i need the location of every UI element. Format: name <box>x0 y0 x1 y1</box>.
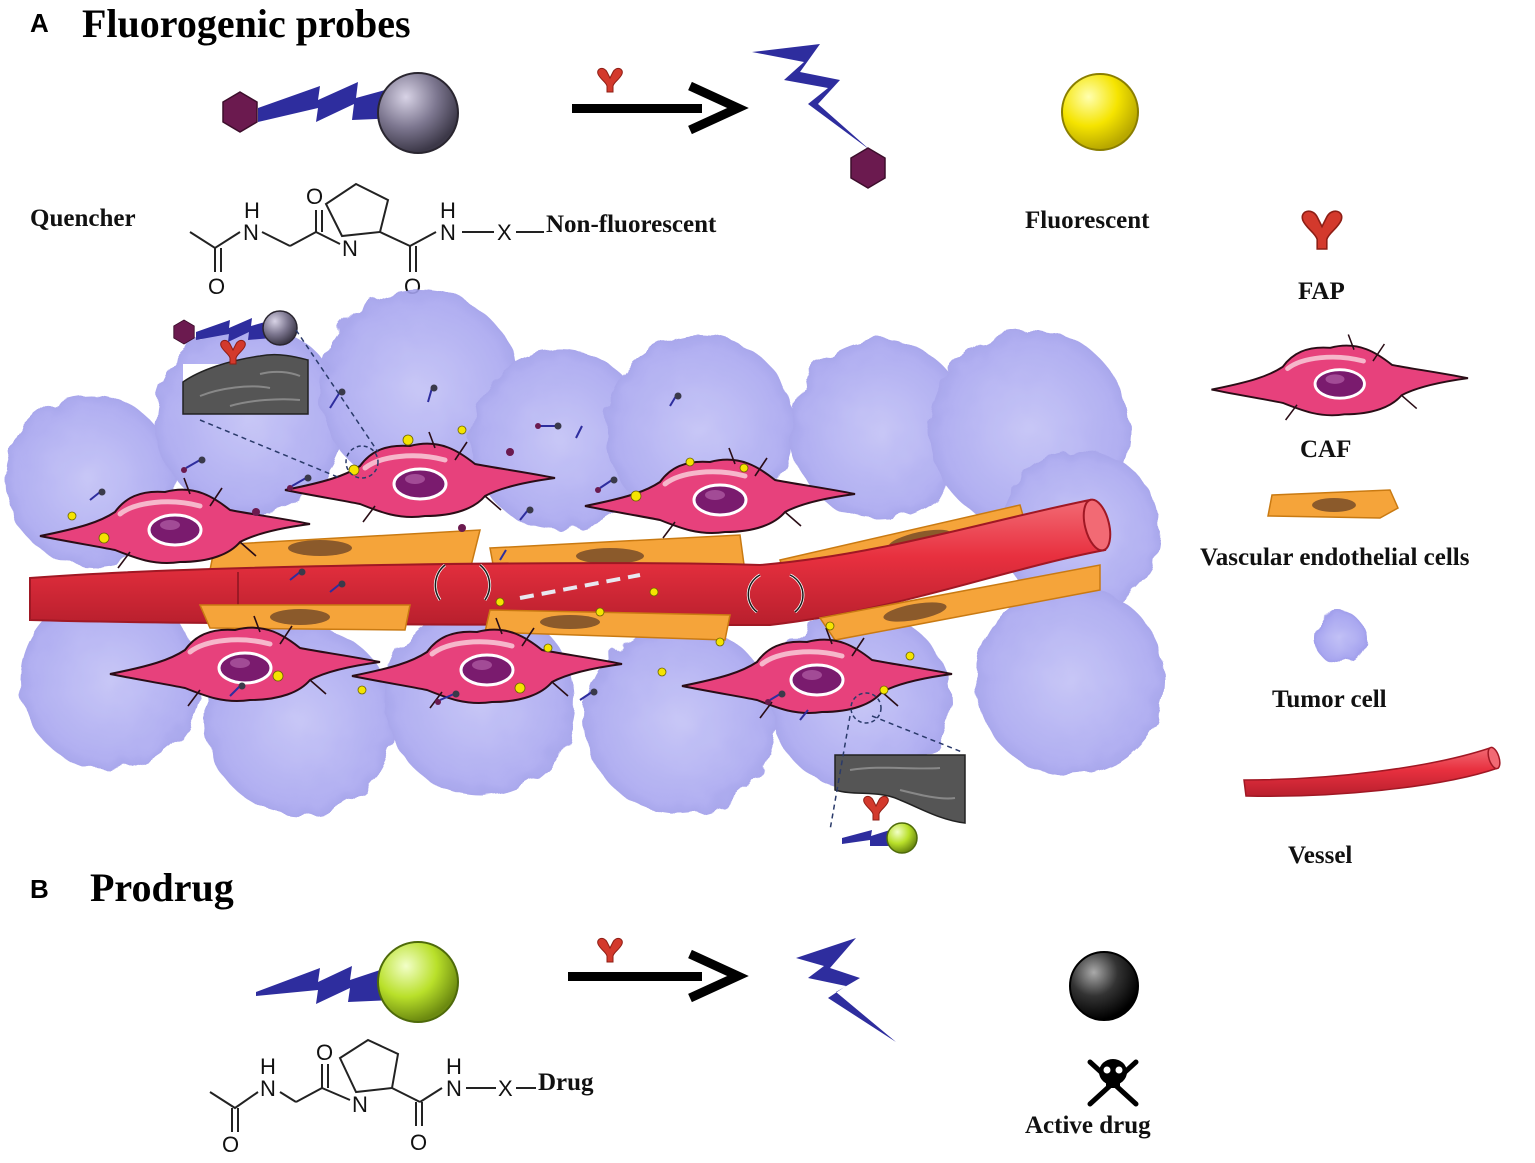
atom-h-1: H <box>244 198 260 223</box>
panel-a-letter: A <box>30 8 49 38</box>
probe-particles <box>67 384 915 721</box>
panel-a-title: Fluorogenic probes <box>82 1 411 46</box>
atom-o-1: O <box>208 274 225 299</box>
legend-vessel-icon <box>1243 746 1501 797</box>
quenched-probe <box>222 72 459 154</box>
cleaved-lightning-icon <box>752 44 870 150</box>
probe-chemical-atoms: H N O O N O H N X Non-fluorescent <box>208 184 717 299</box>
prodrug-linker-lightning-icon <box>256 966 392 1004</box>
probe-linker-lightning-icon <box>258 82 400 122</box>
prodrug-chemical-atoms: H N O O N O H N X Drug <box>222 1040 594 1157</box>
arrow-a-fap-icon <box>597 67 623 93</box>
active-drug-sphere-icon <box>1069 951 1139 1021</box>
fluorescent-label: Fluorescent <box>1025 207 1150 234</box>
endothelial-cells-bottom <box>198 564 1101 641</box>
legend-vessel-label: Vessel <box>1288 842 1353 869</box>
blood-vessel <box>29 498 1112 641</box>
atom-n-2: N <box>440 220 456 245</box>
legend-fap-icon <box>1301 210 1343 250</box>
atom-x-2: X <box>498 1076 513 1101</box>
atom-o-5: O <box>316 1040 333 1065</box>
non-fluorescent-label: Non-fluorescent <box>546 211 717 238</box>
atom-n-1: N <box>243 220 259 245</box>
tumor-cell <box>975 585 1165 775</box>
cleaved-linker-lightning-icon <box>796 938 896 1042</box>
legend-fap-label: FAP <box>1298 278 1345 305</box>
quencher-hexagon-icon <box>222 91 258 133</box>
atom-o-4: O <box>222 1132 239 1157</box>
cleaved-quencher <box>752 44 886 189</box>
inset-a-quencher-icon <box>173 319 195 345</box>
tumor-cell <box>790 340 970 520</box>
legend-tumor-label: Tumor cell <box>1272 686 1387 713</box>
panel-b-letter: B <box>30 874 49 904</box>
panel-b-title: Prodrug <box>90 865 234 910</box>
legend-caf-label: CAF <box>1300 436 1352 463</box>
active-drug-label: Active drug <box>1025 1112 1151 1139</box>
atom-o-2: O <box>306 184 323 209</box>
tumor-cell <box>585 625 775 815</box>
arrow-b-fap-icon <box>597 937 623 963</box>
atom-n-4: N <box>446 1076 462 1101</box>
legend-endothelial-icon <box>1267 489 1399 519</box>
probe-dye-sphere-icon <box>377 72 459 154</box>
fluorescent-dye-sphere-icon <box>1061 73 1139 151</box>
reaction-arrow-a <box>572 67 749 135</box>
tumor-cell <box>20 590 200 770</box>
cleaved-quencher-hexagon-icon <box>850 147 886 189</box>
prodrug-chemical-structure <box>209 1038 536 1132</box>
inset-activated-probe <box>829 692 966 854</box>
legend <box>1211 210 1501 797</box>
atom-n-ring-2: N <box>352 1092 368 1117</box>
legend-endothelial-label: Vascular endothelial cells <box>1200 544 1470 571</box>
quencher-label: Quencher <box>30 205 136 232</box>
inset-intact-probe <box>173 310 379 479</box>
prodrug-drug-sphere-icon <box>377 941 459 1023</box>
atom-h-4: H <box>446 1054 462 1079</box>
atom-o-6: O <box>410 1130 427 1155</box>
legend-caf-icon <box>1211 335 1468 421</box>
atom-x-1: X <box>497 220 512 245</box>
reaction-arrow-b <box>568 937 749 1003</box>
atom-h-2: H <box>440 198 456 223</box>
atom-n-3: N <box>260 1076 276 1101</box>
drug-label: Drug <box>538 1069 594 1096</box>
probe-chemical-structure <box>189 182 544 272</box>
atom-h-3: H <box>260 1054 276 1079</box>
atom-n-ring-1: N <box>342 236 358 261</box>
skull-crossbones-icon <box>1087 1059 1139 1107</box>
prodrug-conjugate <box>256 941 459 1023</box>
legend-tumor-icon <box>1314 612 1366 664</box>
